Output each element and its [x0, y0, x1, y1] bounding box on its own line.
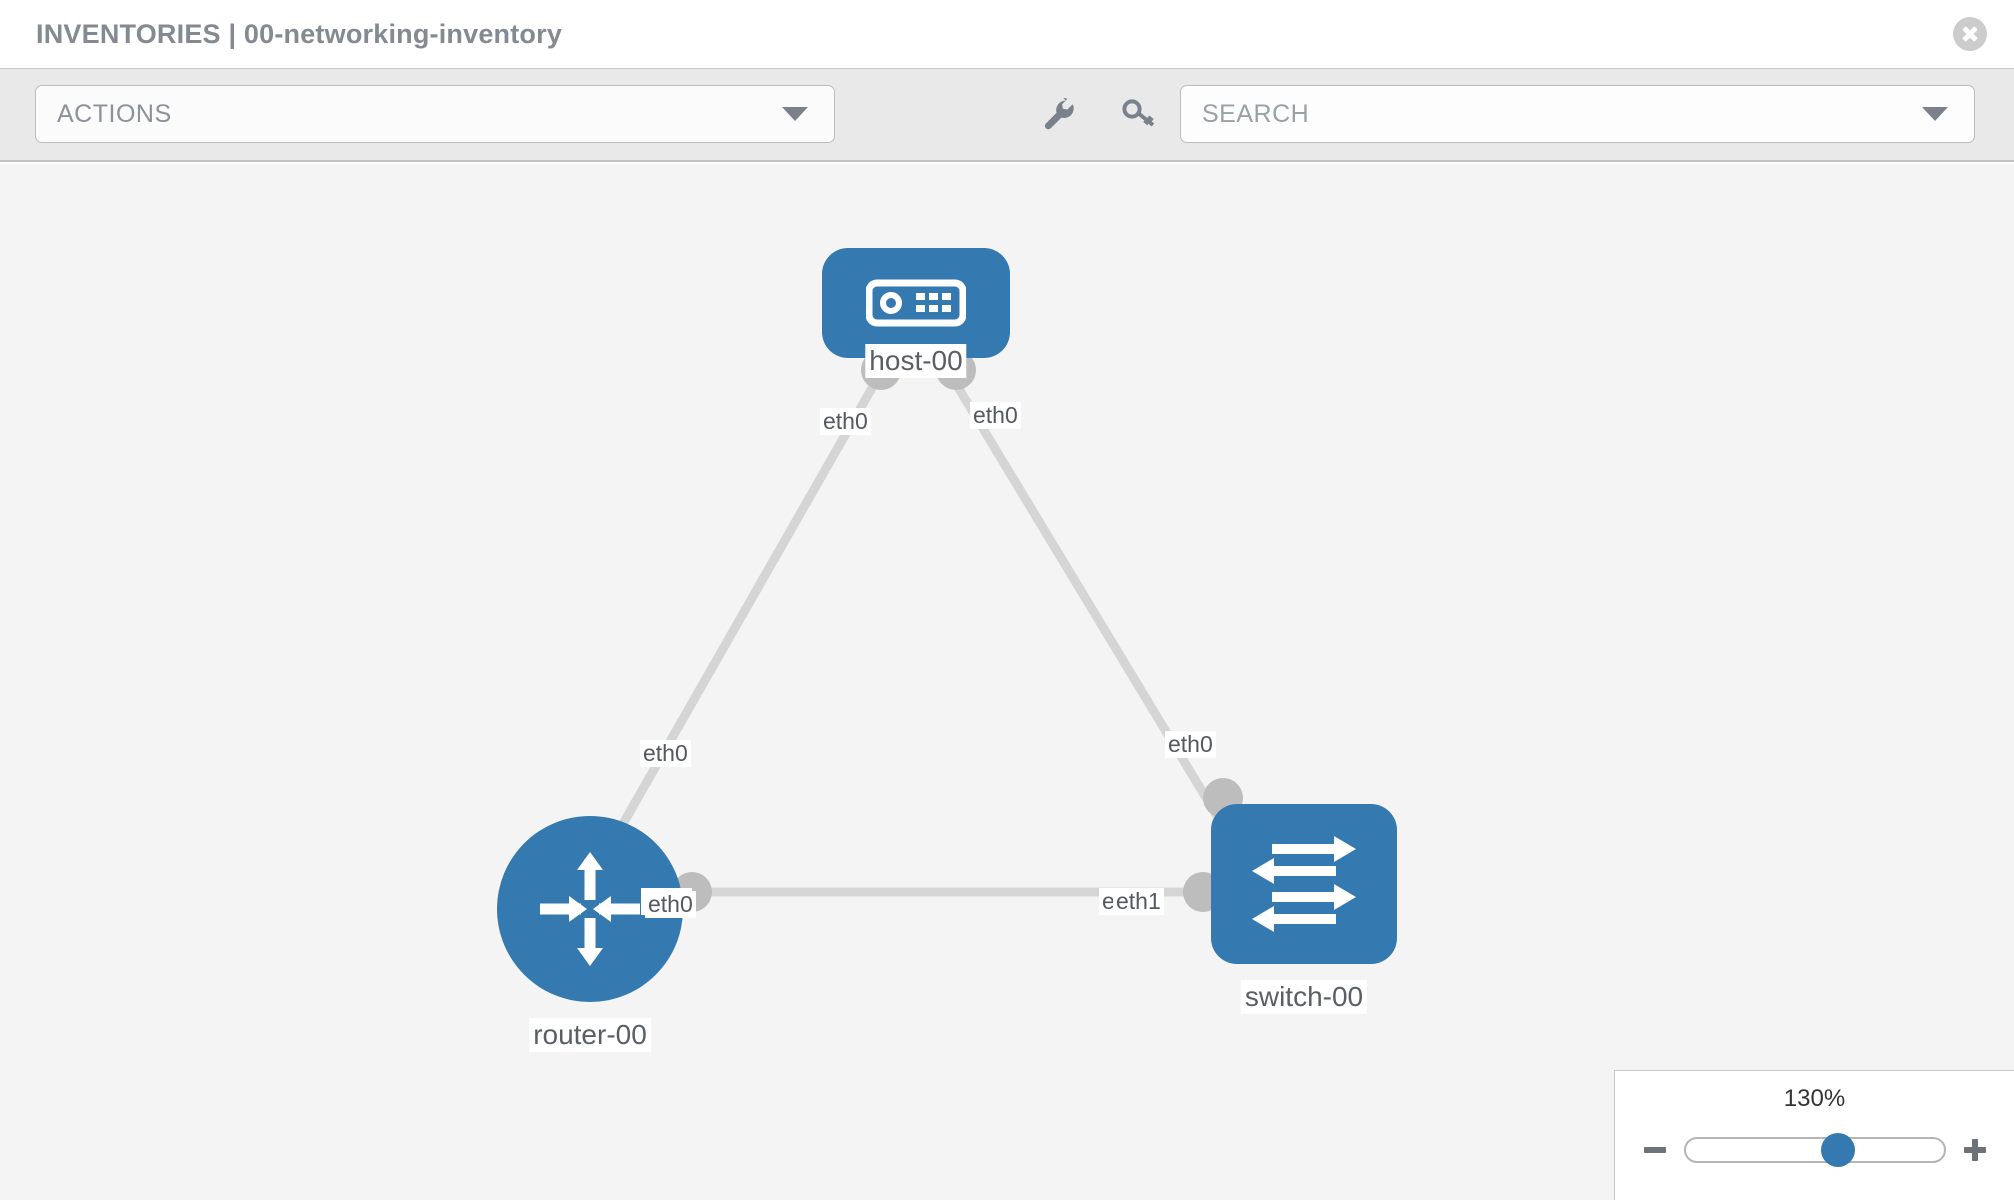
- zoom-out-button[interactable]: [1640, 1135, 1670, 1165]
- topology-canvas[interactable]: host-00 router-00: [0, 164, 2014, 1200]
- search-placeholder: SEARCH: [1202, 99, 1310, 128]
- switch-arrows-icon: [1252, 836, 1356, 932]
- zoom-level-value: 130%: [1783, 1085, 1846, 1112]
- node-label-switch-00: switch-00: [1240, 980, 1368, 1014]
- toolbar-icon-group: [1035, 85, 1161, 143]
- host-node-shape: [822, 248, 1010, 358]
- zoom-slider-track[interactable]: [1684, 1133, 1946, 1167]
- edge-label-switch-eth1-left: eth1: [1113, 888, 1164, 915]
- edge-label-host-right: eth0: [970, 402, 1021, 429]
- zoom-control-panel: 130%: [1614, 1070, 2014, 1200]
- toolbar: ACTIONS SEARCH: [0, 68, 2014, 162]
- edge-label-switch-to-host: eth0: [1165, 731, 1216, 758]
- node-label-host-00: host-00: [865, 344, 967, 378]
- chevron-down-icon: [782, 107, 808, 121]
- page-header: INVENTORIES | 00-networking-inventory: [0, 0, 2014, 68]
- close-icon[interactable]: [1953, 17, 1987, 51]
- search-input[interactable]: SEARCH: [1180, 85, 1975, 143]
- edge-label-host-left: eth0: [820, 408, 871, 435]
- zoom-slider-row: [1615, 1127, 2014, 1173]
- edge-label-router-up: eth0: [645, 891, 696, 918]
- router-arrows-icon: [540, 852, 640, 966]
- page-title: INVENTORIES | 00-networking-inventory: [36, 18, 563, 49]
- actions-dropdown-label: ACTIONS: [57, 99, 172, 128]
- zoom-in-button[interactable]: [1960, 1135, 1990, 1165]
- node-label-router-00: router-00: [529, 1018, 651, 1052]
- chevron-down-icon[interactable]: [1922, 107, 1948, 121]
- key-icon[interactable]: [1117, 92, 1161, 136]
- wrench-icon[interactable]: [1035, 92, 1079, 136]
- switch-node-shape: [1211, 804, 1397, 964]
- server-icon: [866, 279, 966, 327]
- actions-dropdown[interactable]: ACTIONS: [35, 85, 835, 143]
- node-host-00[interactable]: host-00: [822, 248, 1010, 378]
- edge-label-router-to-host: eth0: [640, 740, 691, 767]
- zoom-slider-handle[interactable]: [1821, 1133, 1856, 1167]
- node-switch-00[interactable]: switch-00: [1211, 804, 1397, 1014]
